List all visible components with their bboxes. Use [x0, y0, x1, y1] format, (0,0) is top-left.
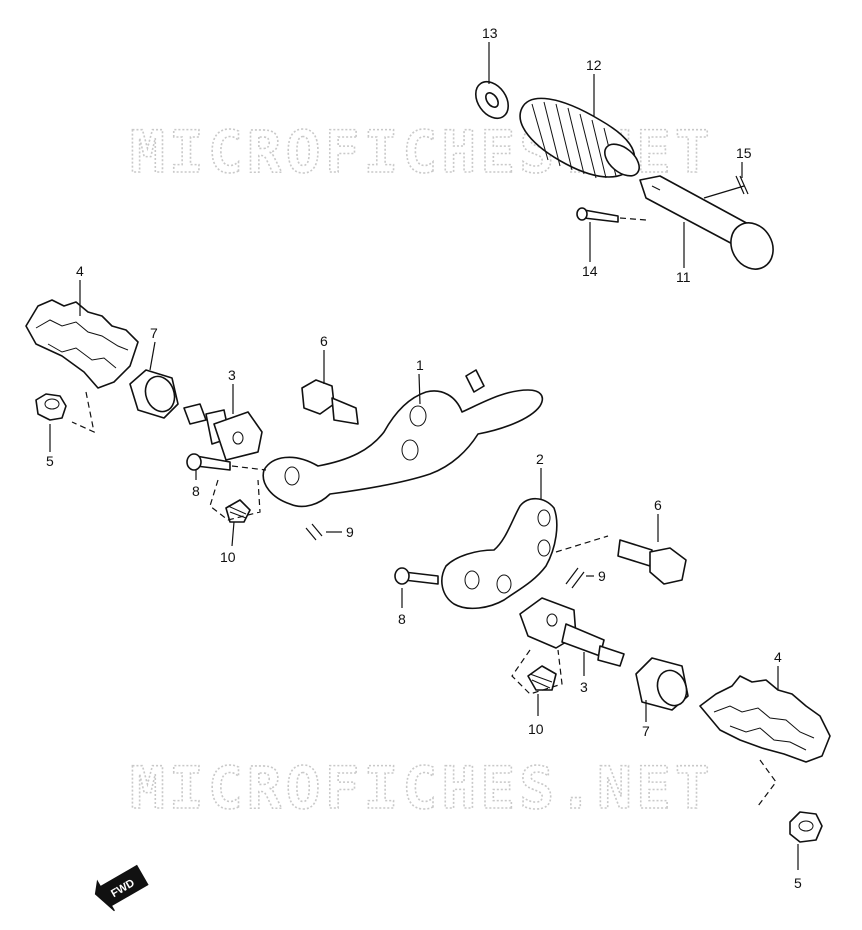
callout-7-left: 7: [150, 325, 158, 341]
callout-3-left: 3: [228, 367, 236, 383]
bracket-1: [262, 369, 544, 508]
callout-15: 15: [736, 145, 752, 161]
forward-arrow-icon: [94, 864, 149, 912]
left-footrest-assembly: [25, 280, 544, 547]
callout-10-left: 10: [220, 549, 236, 565]
pin-14: [576, 207, 619, 223]
callout-14: 14: [582, 263, 598, 279]
footrest-peg-11: [639, 175, 774, 270]
callout-13: 13: [482, 25, 498, 41]
bushing-7-right: [635, 657, 689, 711]
nut-5-left: [35, 393, 67, 421]
callout-5-right: 5: [794, 875, 802, 891]
nut-5-right: [789, 811, 823, 843]
callout-5-left: 5: [46, 453, 54, 469]
clip-15: [735, 175, 749, 195]
spring-10-right: [527, 665, 557, 691]
shaft-3-right: [519, 597, 625, 667]
callout-7-right: 7: [642, 723, 650, 739]
callout-8-left: 8: [192, 483, 200, 499]
callout-8-right: 8: [398, 611, 406, 627]
callout-9-left: 9: [346, 524, 354, 540]
callout-3-right: 3: [580, 679, 588, 695]
bolt-6-right: [617, 539, 687, 585]
bolt-8-left: [186, 453, 231, 471]
rubber-grip-12: [519, 97, 640, 179]
callout-6-left: 6: [320, 333, 328, 349]
callout-9-right: 9: [598, 568, 606, 584]
footrest-4-right: [699, 675, 831, 763]
callout-11: 11: [676, 269, 691, 285]
clip-9-right: [565, 567, 585, 589]
footrest-4-left: [25, 299, 139, 389]
callout-2: 2: [536, 451, 544, 467]
shaft-3-left: [183, 403, 263, 461]
bolt-6-left: [301, 379, 359, 425]
bushing-7-left: [129, 369, 179, 419]
bracket-2: [441, 497, 558, 610]
callout-4-left: 4: [76, 263, 84, 279]
callout-12: 12: [586, 57, 602, 73]
right-footrest-assembly: [394, 468, 831, 870]
washer-13: [474, 80, 510, 120]
watermark-bottom: MICROFICHES.NET: [130, 754, 714, 822]
callout-10-right: 10: [528, 721, 544, 737]
clip-9-left: [305, 523, 323, 541]
fwd-badge: FWD: [94, 864, 149, 912]
callout-6-right: 6: [654, 497, 662, 513]
callout-labels: 13 12 15 14 11 4 7 6 1 3 5 8 9 10 2 6 9 …: [46, 25, 802, 891]
callout-1: 1: [416, 357, 424, 373]
pillion-peg-assembly: [474, 42, 774, 270]
bolt-8-right: [394, 567, 439, 585]
spring-10-left: [225, 499, 251, 523]
callout-4-right: 4: [774, 649, 782, 665]
